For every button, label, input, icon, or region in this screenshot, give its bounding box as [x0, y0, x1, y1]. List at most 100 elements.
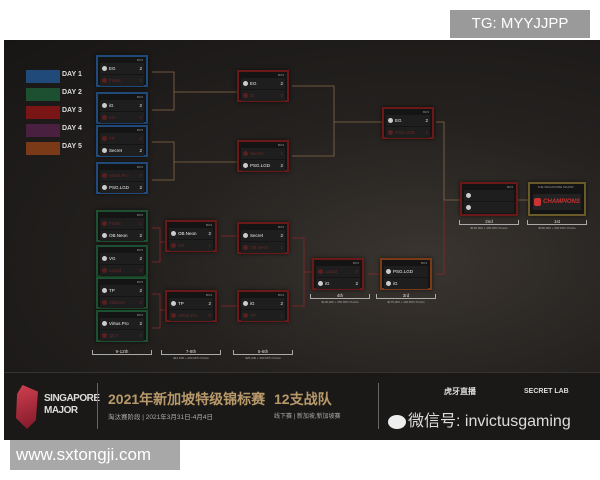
legend-label: DAY 5 [62, 143, 82, 150]
match-header: BO3 [420, 261, 427, 265]
champions-text: CHAMPIONS [543, 199, 580, 205]
team-score: 0 [139, 78, 142, 83]
match-header: BO3 [205, 223, 212, 227]
legend-day-2: DAY 2 [26, 88, 146, 102]
team-row [464, 202, 514, 213]
team-name: Liquid [325, 269, 338, 274]
team-name: VG [178, 243, 185, 248]
team-name: PSG.LGD [109, 185, 130, 190]
team-logo-icon [102, 256, 107, 261]
team-row: TP 1 [241, 310, 285, 321]
team-row: VG 1 [169, 240, 213, 251]
teams-subtitle: 线下赛 | 新加坡,新加坡赛 [274, 414, 341, 420]
team-row: PSG.LGD 2 [100, 182, 144, 193]
team-name: Virtus.Pro [178, 313, 198, 318]
placement-3: 5-6th$25,000 + 300 DPC Points [233, 349, 293, 360]
team-logo-icon [102, 115, 107, 120]
team-logo-icon [102, 136, 107, 141]
team-name: EG [250, 81, 257, 86]
placement-label: 1st [527, 219, 587, 225]
placement-label: 9-12th [92, 349, 152, 355]
team-score: 1 [139, 221, 142, 226]
match-header: BO3 [136, 313, 143, 317]
team-logo-icon [102, 268, 107, 273]
team-logo-icon [102, 78, 107, 83]
team-name: TP [250, 313, 256, 318]
team-logo-icon [243, 233, 248, 238]
team-score: 2 [139, 288, 142, 293]
placement-2: 7-8th$12,500 + 200 DPC Points [161, 349, 221, 360]
team-name: QCY [109, 333, 119, 338]
match-header: BO3 [422, 110, 429, 114]
placement-prize: $150,000 + 450 DPC Points [470, 226, 508, 230]
team-score: 2 [280, 163, 283, 168]
team-score: 1 [280, 313, 283, 318]
team-name: PSG.LGD [250, 163, 271, 168]
team-name: Secret [109, 148, 123, 153]
team-name: PSG.LGD [393, 269, 414, 274]
placement-5: 3rd$175,000 + 400 DPC Points [376, 293, 436, 304]
match-header: BO3 [136, 165, 143, 169]
placement-4: 4th$100,000 + 350 DPC Points [310, 293, 370, 304]
team-logo-icon [102, 233, 107, 238]
placement-6: 2nd$150,000 + 450 DPC Points [459, 219, 519, 230]
team-score: 1 [425, 130, 428, 135]
team-row: PSG.LGD 1 [386, 127, 430, 138]
team-score: 2 [139, 103, 142, 108]
team-logo-icon [386, 269, 391, 274]
team-score: 1 [208, 243, 211, 248]
match-grand-final[interactable]: BO3 [460, 182, 518, 216]
legend-day-3: DAY 3 [26, 106, 146, 120]
team-logo-icon [388, 130, 393, 135]
team-score: 2 [139, 256, 142, 261]
team-score: 2 [208, 231, 211, 236]
singapore-major-logo-icon [16, 385, 38, 429]
team-logo-icon [243, 163, 248, 168]
team-name: Alliance [109, 300, 125, 305]
team-score: 2 [139, 321, 142, 326]
team-name: PSG.LGD [395, 130, 416, 135]
team-name: Fnatic [109, 221, 122, 226]
placement-label: 7-8th [161, 349, 221, 355]
legend-label: DAY 1 [62, 71, 82, 78]
placement-prize: $12,500 + 200 DPC Points [173, 356, 209, 360]
watermark-bottom: www.sxtongji.com [10, 440, 180, 470]
trophy-icon [534, 198, 542, 206]
match-header: BO3 [205, 293, 212, 297]
team-score: 1 [280, 151, 283, 156]
champions-label: CHAMPIONS [533, 194, 581, 210]
team-score: 2 [139, 185, 142, 190]
legend-label: DAY 4 [62, 125, 82, 132]
